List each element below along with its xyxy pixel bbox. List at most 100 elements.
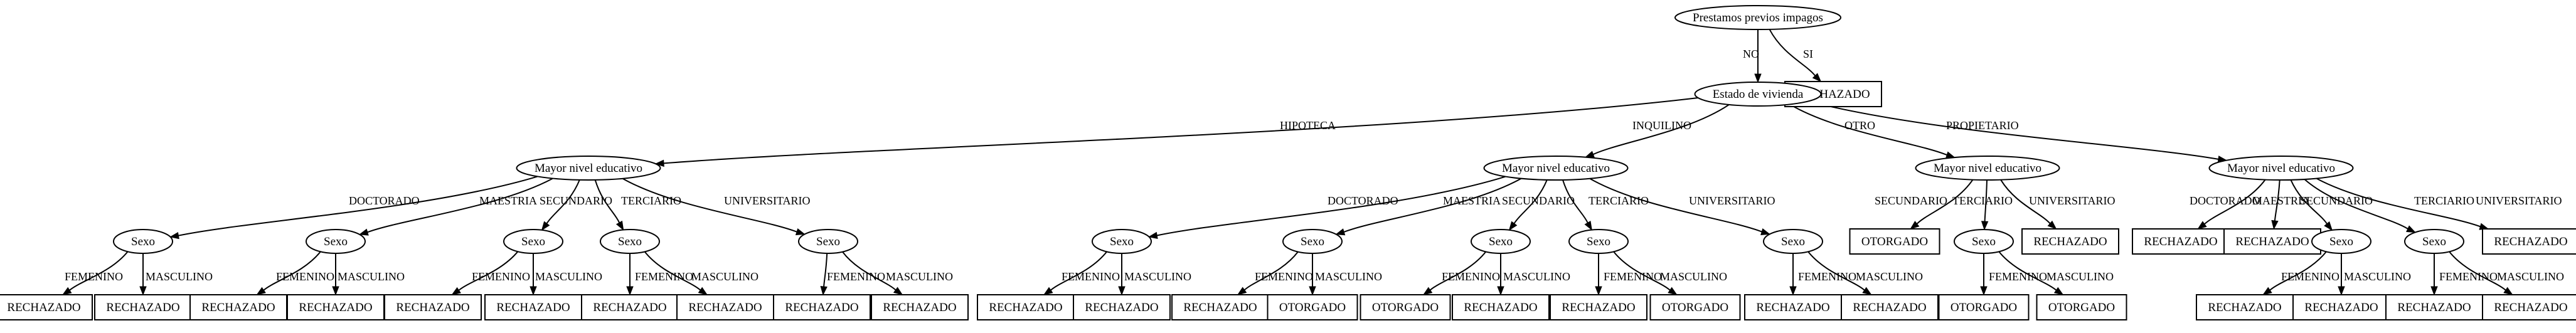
edge-label: UNIVERSITARIO: [724, 194, 811, 207]
edge-i-to-i-ter: TERCIARIO: [1562, 179, 1649, 231]
leaf-node-o-sec: OTORGADO: [1849, 228, 1940, 255]
arrowhead: [2047, 220, 2057, 230]
node-label: RECHAZADO: [593, 301, 666, 314]
edge-p-to-p-doc: DOCTORADO: [2190, 179, 2266, 230]
arrowhead: [1595, 286, 1602, 296]
edge-label: TERCIARIO: [1589, 194, 1649, 207]
decision-ellipse: [1471, 229, 1531, 254]
edge-line: [1984, 179, 1988, 222]
leaf-box: [1452, 294, 1550, 320]
node-label: RECHAZADO: [2494, 301, 2567, 314]
arrowhead: [2430, 286, 2438, 296]
edge-label: FEMENINO: [65, 270, 123, 283]
arrowhead: [1508, 221, 1518, 231]
node-label: RECHAZADO: [2304, 301, 2378, 314]
edge-i-uni-to-i-uni-m: MASCULINO: [1807, 251, 1923, 295]
leaf-node-i-ter-m: OTORGADO: [1649, 294, 1741, 320]
edge-line: [2316, 177, 2481, 228]
node-label: RECHAZADO: [883, 301, 956, 314]
decision-node-h-ter: Sexo: [600, 229, 660, 254]
edge-label: FEMENINO: [1798, 270, 1856, 283]
edge-i-to-i-sec: SECUNDARIO: [1502, 179, 1575, 231]
edge-line: [367, 177, 553, 233]
leaf-box: [581, 294, 679, 320]
edge-line: [1243, 251, 1299, 291]
edge-line: [1429, 251, 1487, 291]
edge-h-to-h-mae: MAESTRIA: [358, 177, 553, 236]
edge-line: [1156, 176, 1506, 236]
edge-label: MASCULINO: [2497, 270, 2564, 283]
edge-label: INQUILINO: [1632, 119, 1691, 132]
node-label: OTORGADO: [1861, 235, 1928, 248]
edge-label: OTRO: [1844, 119, 1875, 132]
leaf-node-i-ter-f: RECHAZADO: [1550, 294, 1647, 320]
decision-node-p: Mayor nivel educativo: [2208, 156, 2354, 181]
edge-line: [263, 251, 321, 291]
node-label: RECHAZADO: [2494, 235, 2567, 248]
edge-label: FEMENINO: [1989, 270, 2047, 283]
node-label: Sexo: [2422, 235, 2446, 248]
edge-line: [1562, 179, 1589, 223]
arrowhead: [2053, 287, 2064, 295]
decision-node-p-ter: Sexo: [2404, 229, 2464, 254]
edge-label: FEMENINO: [1062, 270, 1120, 283]
edge-line: [546, 179, 580, 224]
leaf-node-i-sec-m: RECHAZADO: [1452, 294, 1550, 320]
leaf-box: [2482, 294, 2576, 320]
leaf-node-p-ter-m: RECHAZADO: [2482, 294, 2576, 320]
arrowhead: [530, 286, 537, 296]
edge-i-sec-to-i-sec-f: FEMENINO: [1422, 251, 1500, 295]
arrowhead: [1237, 287, 1247, 295]
edge-line: [2000, 179, 2051, 225]
decision-ellipse: [1674, 5, 1841, 30]
edge-line: [458, 251, 519, 291]
node-label: RECHAZADO: [299, 301, 372, 314]
edge-line: [1513, 179, 1548, 224]
edge-label: UNIVERSITARIO: [1689, 194, 1775, 207]
node-label: RECHAZADO: [785, 301, 858, 314]
arrowhead: [1981, 221, 1989, 231]
decision-node-h-doc: Sexo: [113, 229, 173, 254]
leaf-node-i-sec-f: OTORGADO: [1360, 294, 1451, 320]
leaf-box: [2132, 228, 2230, 255]
decision-ellipse: [2208, 156, 2354, 181]
decision-ellipse: [306, 229, 366, 254]
edge-label: MASCULINO: [2344, 270, 2411, 283]
leaf-box: [977, 294, 1075, 320]
edge-label: FEMENINO: [2281, 270, 2339, 283]
edge-p-to-p-sec: SECUNDARIO: [2290, 179, 2373, 231]
decision-ellipse: [1763, 229, 1823, 254]
arrowhead: [139, 286, 147, 296]
edge-label: SECUNDARIO: [540, 194, 612, 207]
decision-ellipse: [113, 229, 173, 254]
edge-h-sec-to-h-sec-m: MASCULINO: [530, 253, 602, 296]
edge-label: MAESTRIA: [2252, 194, 2310, 207]
edge-o-ter-to-o-ter-f: FEMENINO: [1980, 253, 2047, 296]
leaf-box: [1171, 294, 1269, 320]
leaf-box: [1938, 294, 2030, 320]
edge-label: MAESTRIA: [479, 194, 537, 207]
edge-i-ter-to-i-ter-m: MASCULINO: [1613, 251, 1727, 295]
edge-label: SECUNDARIO: [1875, 194, 1947, 207]
arrowhead: [615, 220, 624, 231]
leaf-box: [1360, 294, 1451, 320]
leaf-box: [2196, 294, 2294, 320]
edge-i-to-i-doc: DOCTORADO: [1148, 176, 1506, 240]
edge-line: [1592, 104, 1730, 156]
node-label: RECHAZADO: [2397, 301, 2471, 314]
arrowhead: [1862, 287, 1872, 295]
node-label: RECHAZADO: [1085, 301, 1158, 314]
leaf-box: [1267, 294, 1358, 320]
edge-label: MASCULINO: [146, 270, 213, 283]
leaf-node-i-uni-f: RECHAZADO: [1744, 294, 1842, 320]
edge-label: MASCULINO: [886, 270, 953, 283]
edge-line: [594, 179, 620, 223]
edge-h-doc-to-h-doc-f: FEMENINO: [61, 251, 129, 295]
node-label: RECHAZADO: [2144, 235, 2217, 248]
edge-vivienda-to-o: OTRO: [1789, 103, 1956, 159]
edge-label: NO: [1743, 48, 1759, 60]
decision-node-i-uni: Sexo: [1763, 229, 1823, 254]
edge-line: [1613, 251, 1671, 291]
edge-label: TERCIARIO: [1952, 194, 2013, 207]
leaf-node-h-doc-m: RECHAZADO: [94, 294, 192, 320]
